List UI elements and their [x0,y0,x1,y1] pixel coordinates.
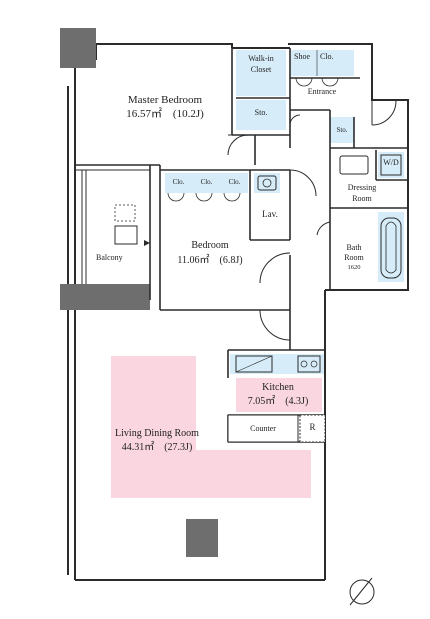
dining-floor-zone [111,450,311,498]
walk-in-closet-label-1: Walk-in [248,54,274,63]
wd-fill [378,152,404,178]
balcony-unit-top [114,204,136,222]
kitchen-sink [235,355,273,373]
kitchen-label: Kitchen [262,382,294,393]
balcony-unit-bottom [114,225,138,245]
dressing-room-label-2: Room [352,194,372,203]
kitchen-sink-diagonal [235,355,273,373]
bathtub-inner [385,221,397,274]
counter-box [227,414,299,443]
walk-in-closet-fill [236,50,286,96]
pillar-top-left [60,28,96,68]
outer-walls [67,43,409,581]
master-bedroom-area: 16.57㎡ (10.2J) [126,108,204,120]
entrance-storage-label: Sto. [336,126,348,134]
lavatory-sink [257,175,277,191]
bedroom-closet-doors [167,77,339,202]
balcony-door-marker [144,240,150,246]
wd-label: W/D [383,158,399,167]
entrance-label: Entrance [307,87,337,96]
cooktop [297,355,321,373]
master-storage-label: Sto. [254,108,268,117]
bedroom-closet-3-label: Clo. [228,178,241,186]
kitchen-area: 7.05㎡ (4.3J) [247,396,309,407]
door-swings [227,100,397,341]
refrigerator-label: R [309,422,316,432]
balcony-label: Balcony [96,253,123,262]
shoe-closet-fill [291,50,354,76]
shoe-clo-label: Clo. [320,52,334,61]
living-dining-label: Living Dining Room [115,428,199,439]
burner-1 [300,360,308,368]
burner-2 [310,360,318,368]
bedroom-closet-2-label: Clo. [200,178,213,186]
lavatory-fill [254,173,280,193]
interior-walls [75,48,408,443]
bath-room-label-2: Room [344,253,364,262]
bath-room-size: 1620 [347,264,361,271]
bedroom-closet-1-label: Clo. [172,178,185,186]
bedroom-area: 11.06㎡ (6.8J) [177,255,243,266]
bedroom-label: Bedroom [191,240,229,251]
living-dining-area: 44.31㎡ (27.3J) [121,442,193,453]
kitchen-counter-fill [230,354,324,374]
bedroom-closet-fill [165,173,248,193]
kitchen-floor-zone [236,378,322,412]
living-floor-zone [111,356,196,456]
bathtub [380,217,402,279]
washer [380,154,402,176]
entrance-storage-fill [330,117,354,143]
north-arrow-icon [349,577,375,606]
lavatory-basin [262,178,272,188]
dressing-sink [339,155,369,175]
bath-fill [378,212,404,282]
lavatory-label: Lav. [262,209,278,219]
balcony-window [75,169,150,284]
refrigerator-box [299,414,326,443]
counter-label: Counter [250,424,276,433]
walk-in-closet-label-2: Closet [250,65,272,74]
dressing-room-label-1: Dressing [347,183,377,192]
pillar-balcony [60,284,150,310]
master-storage-fill [236,100,286,130]
pillar-living-bottom [186,519,218,557]
shoe-label: Shoe [294,52,310,61]
bath-room-label-1: Bath [346,243,362,252]
master-bedroom-label: Master Bedroom [127,94,203,106]
